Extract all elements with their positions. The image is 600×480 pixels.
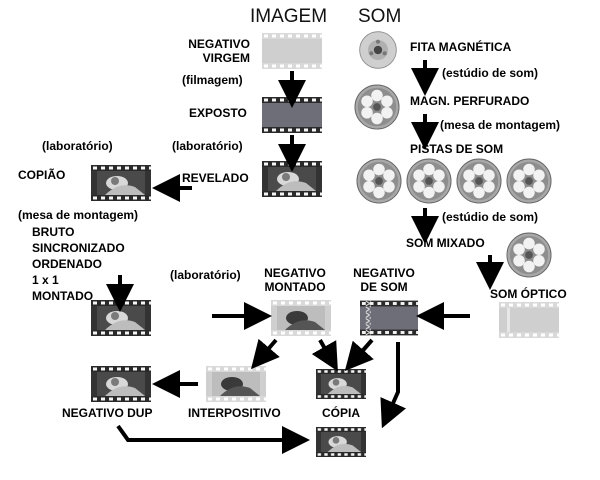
label-interpositivo: INTERPOSITIVO [188, 406, 281, 420]
label-laboratorio-2: (laboratório) [42, 139, 113, 153]
label-laboratorio-1: (laboratório) [172, 139, 243, 153]
label-bruto-steps: BRUTO SINCRONIZADO ORDENADO 1 x 1 MONTAD… [32, 225, 125, 303]
film-reel-icon [506, 232, 552, 278]
label-pistas-de-som: PISTAS DE SOM [410, 142, 504, 156]
label-estudio-de-som-1: (estúdio de som) [442, 66, 539, 80]
film-reel-icon [354, 84, 400, 130]
arrow-icon [116, 424, 310, 454]
arrow-icon [380, 342, 407, 429]
label-negativo-montado: NEGATIVO MONTADO [264, 266, 326, 294]
label-negativo-dup: NEGATIVO DUP [62, 406, 153, 420]
label-copiao: COPIÃO [18, 168, 66, 182]
label-copia: CÓPIA [322, 406, 361, 420]
film-strip-soundtrack-icon [360, 300, 418, 336]
label-mesa-de-montagem-2: (mesa de montagem) [440, 118, 561, 132]
label-magn-perfurado: MAGN. PERFURADO [410, 94, 530, 108]
image-column-header: IMAGEM [250, 6, 328, 27]
film-strip-image-icon [206, 366, 266, 402]
film-strip-image-icon [91, 366, 151, 402]
label-revelado: REVELADO [182, 171, 249, 185]
label-estudio-de-som-2: (estúdio de som) [442, 210, 539, 224]
label-som-mixado: SOM MIXADO [406, 236, 485, 250]
film-strip-image-icon [316, 427, 366, 457]
film-strip-soundtrack-icon [499, 302, 559, 338]
film-strip-image-icon [91, 300, 151, 336]
label-exposto: EXPOSTO [189, 106, 247, 120]
label-mesa-de-montagem-1: (mesa de montagem) [18, 208, 139, 222]
magnetic-tape-reel-icon [359, 31, 397, 69]
film-reel-icon [406, 158, 452, 204]
film-strip-exposed-icon [262, 97, 322, 133]
film-strip-image-icon [91, 165, 151, 201]
arrow-icon [250, 338, 280, 370]
label-filmagem: (filmagem) [182, 73, 243, 87]
label-fita-magnetica: FITA MAGNÉTICA [410, 40, 512, 54]
film-strip-blank-icon [262, 33, 322, 69]
label-laboratorio-3: (laboratório) [170, 268, 241, 282]
film-reel-icon [506, 158, 552, 204]
label-negativo-virgem: NEGATIVO VIRGEM [188, 37, 250, 65]
label-negativo-de-som: NEGATIVO DE SOM [353, 266, 415, 294]
arrow-icon [311, 339, 338, 372]
film-strip-image-icon [271, 300, 331, 336]
label-som-optico: SOM ÓPTICO [490, 287, 567, 301]
sound-column-header: SOM [358, 6, 402, 27]
film-reel-icon [456, 158, 502, 204]
arrows [106, 60, 504, 454]
film-strip-image-icon [316, 369, 366, 399]
film-strip-image-icon [262, 161, 322, 197]
arrow-icon [344, 338, 374, 372]
film-reel-icon [356, 158, 402, 204]
